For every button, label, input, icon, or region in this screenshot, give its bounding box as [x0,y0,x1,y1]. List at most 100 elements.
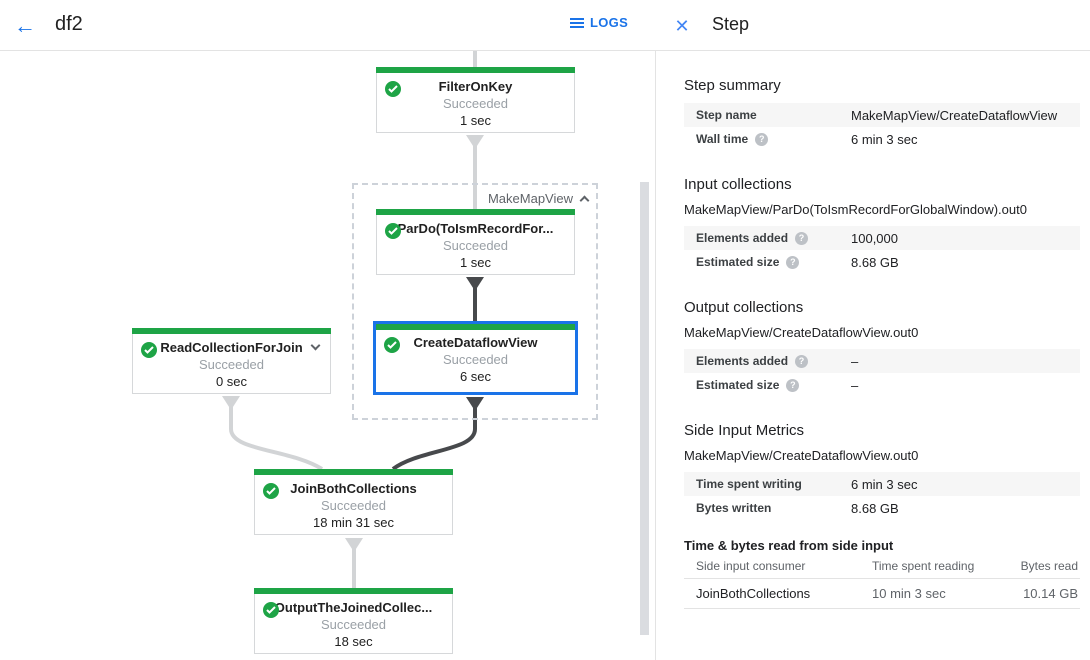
help-icon[interactable]: ? [786,255,800,269]
graph-node-readcollectionforjoin[interactable]: ReadCollectionForJoin Succeeded 0 sec [132,328,331,394]
node-status: Succeeded [320,617,387,632]
input-collections-rows: Elements added ? 100,000 Estimated size … [684,226,1080,274]
metric-value: 8.68 GB [851,254,899,270]
column-header-bytes-read: Bytes read [1020,558,1078,573]
cell-time-reading: 10 min 3 sec [872,586,946,601]
node-time: 18 sec [334,634,373,649]
node-title: CreateDataflowView [413,335,538,350]
pipeline-edges [222,51,484,588]
graph-scrollbar[interactable] [640,182,649,635]
metric-label: Bytes written [696,501,772,515]
metric-label: Step name [696,108,757,122]
node-status-bar [376,324,575,330]
metric-row: Time spent writing 6 min 3 sec [684,472,1080,496]
column-header-consumer: Side input consumer [696,558,806,573]
node-time: 6 sec [459,369,492,384]
graph-node-pardo-toismrecord[interactable]: ParDo(ToIsmRecordFor... Succeeded 1 sec [376,209,575,275]
metric-value: 6 min 3 sec [851,476,918,492]
node-title: ParDo(ToIsmRecordFor... [397,221,554,236]
column-header-time-reading: Time spent reading [872,558,975,573]
node-title: OutputTheJoinedCollec... [274,600,433,615]
node-status: Succeeded [442,238,509,253]
node-status-bar [376,209,575,215]
metric-row: Estimated size ? – [684,373,1080,397]
node-status: Succeeded [442,96,509,111]
success-check-icon [385,81,401,97]
group-makemapview: MakeMapView [352,183,598,420]
help-icon[interactable]: ? [755,132,769,146]
success-check-icon [141,342,157,358]
success-check-icon [384,337,400,353]
group-label: MakeMapView [487,191,573,206]
graph-node-joinbothcollections[interactable]: JoinBothCollections Succeeded 18 min 31 … [254,469,453,535]
graph-node-outputthejoinedcollection[interactable]: OutputTheJoinedCollec... Succeeded 18 se… [254,588,453,654]
step-summary-rows: Step name MakeMapView/CreateDataflowView… [684,103,1080,151]
output-collections-rows: Elements added ? – Estimated size ? – [684,349,1080,397]
side-input-table-header: Side input consumer Time spent reading B… [684,553,1080,579]
node-status: Succeeded [198,357,265,372]
side-input-collection-name: MakeMapView/CreateDataflowView.out0 [684,448,919,463]
node-title: JoinBothCollections [290,481,417,496]
pipeline-graph: MakeMapView FilterOnKey Succeeded 1 sec … [0,51,655,660]
chevron-up-icon [579,195,590,206]
input-collections-heading: Input collections [684,176,792,193]
success-check-icon [385,223,401,239]
table-row: JoinBothCollections 10 min 3 sec 10.14 G… [684,579,1080,609]
metric-label: Elements added ? [696,354,851,368]
node-status-bar [376,67,575,73]
close-icon[interactable]: ✕ [674,16,690,36]
output-collection-name: MakeMapView/CreateDataflowView.out0 [684,325,919,340]
success-check-icon [263,483,279,499]
cell-bytes-read: 10.14 GB [1023,586,1078,601]
help-icon[interactable]: ? [786,378,800,392]
metric-value: 8.68 GB [851,500,899,516]
node-title: FilterOnKey [438,79,513,94]
graph-node-createdataflowview[interactable]: CreateDataflowView Succeeded 6 sec [373,321,578,395]
step-summary-heading: Step summary [684,77,781,94]
logs-label: LOGS [590,15,629,30]
job-title: df2 [55,13,83,35]
graph-node-filteronkey[interactable]: FilterOnKey Succeeded 1 sec [376,67,575,133]
side-input-table-heading: Time & bytes read from side input [684,538,894,553]
app-header: ← df2 LOGS ✕ Step [0,0,1090,51]
node-status: Succeeded [442,352,509,367]
back-arrow-icon[interactable]: ← [14,13,36,38]
metric-value: – [851,353,859,369]
help-icon[interactable]: ? [795,354,809,368]
node-time: 1 sec [459,113,492,128]
metric-row: Step name MakeMapView/CreateDataflowView [684,103,1080,127]
logs-button[interactable]: LOGS [570,15,628,30]
node-status-bar [254,469,453,475]
side-input-metrics-heading: Side Input Metrics [684,422,805,439]
node-time: 1 sec [459,255,492,270]
node-time: 18 min 31 sec [313,515,394,530]
success-check-icon [263,602,279,618]
metric-value: MakeMapView/CreateDataflowView [851,107,1058,123]
cell-consumer: JoinBothCollections [696,586,811,601]
metric-label: Elements added ? [696,231,851,245]
metric-row: Elements added ? 100,000 [684,226,1080,250]
output-collections-heading: Output collections [684,299,804,316]
metric-row: Bytes written 8.68 GB [684,496,1080,520]
metric-row: Estimated size ? 8.68 GB [684,250,1080,274]
metric-row: Wall time ? 6 min 3 sec [684,127,1080,151]
metric-value: 100,000 [851,230,898,246]
node-status-bar [132,328,331,334]
input-collection-name: MakeMapView/ParDo(ToIsmRecordForGlobalWi… [684,202,1027,217]
help-icon[interactable]: ? [795,231,809,245]
node-status: Succeeded [320,498,387,513]
node-title: ReadCollectionForJoin [160,340,303,355]
metric-label: Time spent writing [696,477,802,491]
metric-value: 6 min 3 sec [851,131,918,147]
metric-label: Wall time ? [696,132,851,146]
metric-value: – [851,377,859,393]
node-time: 0 sec [215,374,248,389]
metric-row: Elements added ? – [684,349,1080,373]
metric-label: Estimated size ? [696,255,851,269]
panel-title: Step [712,14,750,34]
step-details-panel: Step summary Step name MakeMapView/Creat… [655,51,1090,660]
metric-label: Estimated size ? [696,378,851,392]
side-input-metrics-rows: Time spent writing 6 min 3 sec Bytes wri… [684,472,1080,520]
node-status-bar [254,588,453,594]
group-makemapview-toggle[interactable]: MakeMapView [487,191,590,206]
